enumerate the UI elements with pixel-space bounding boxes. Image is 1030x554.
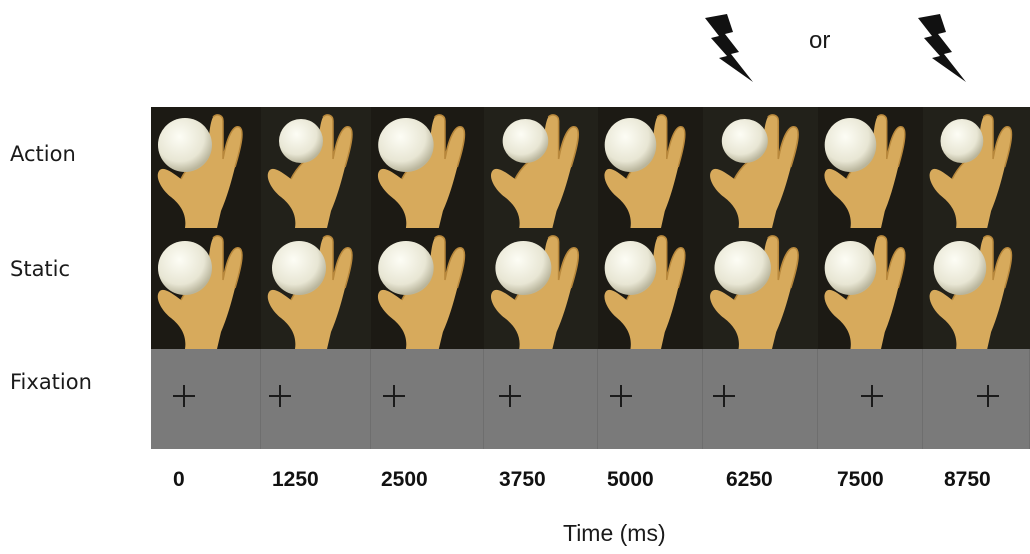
time-label: 3750 bbox=[499, 468, 546, 491]
fixation-frame bbox=[261, 349, 371, 449]
action-frame bbox=[371, 107, 484, 228]
row-label-action: Action bbox=[10, 142, 76, 166]
row-label-static: Static bbox=[10, 257, 71, 281]
fixation-cross bbox=[499, 385, 521, 407]
action-frame bbox=[818, 107, 923, 228]
fixation-cross bbox=[861, 385, 883, 407]
action-frame bbox=[261, 107, 371, 228]
static-image-strip bbox=[151, 228, 1030, 349]
fixation-frame bbox=[371, 349, 484, 449]
fixation-strip bbox=[151, 349, 1030, 449]
fixation-cross bbox=[610, 385, 632, 407]
time-label: 7500 bbox=[837, 468, 884, 491]
time-label: 0 bbox=[173, 468, 185, 491]
time-label: 5000 bbox=[607, 468, 654, 491]
action-frame bbox=[484, 107, 598, 228]
fixation-cross bbox=[269, 385, 291, 407]
action-frame bbox=[703, 107, 818, 228]
time-label: 2500 bbox=[381, 468, 428, 491]
lightning-bolt-icon bbox=[705, 14, 753, 82]
static-frame bbox=[703, 228, 818, 349]
static-frame bbox=[598, 228, 703, 349]
axis-title: Time (ms) bbox=[563, 520, 666, 546]
static-frame bbox=[261, 228, 371, 349]
fixation-frame bbox=[151, 349, 261, 449]
action-frame bbox=[923, 107, 1030, 228]
fixation-cross bbox=[977, 385, 999, 407]
action-image-strip bbox=[151, 107, 1030, 228]
fixation-frame bbox=[703, 349, 818, 449]
time-label: 8750 bbox=[944, 468, 991, 491]
fixation-cross bbox=[383, 385, 405, 407]
fixation-cross bbox=[173, 385, 195, 407]
fixation-frame bbox=[818, 349, 923, 449]
fixation-frame bbox=[598, 349, 703, 449]
static-frame bbox=[371, 228, 484, 349]
fixation-cross bbox=[713, 385, 735, 407]
or-label: or bbox=[809, 27, 831, 54]
action-frame bbox=[598, 107, 703, 228]
time-label: 1250 bbox=[272, 468, 319, 491]
row-label-fixation: Fixation bbox=[10, 370, 92, 394]
static-frame bbox=[484, 228, 598, 349]
time-label: 6250 bbox=[726, 468, 773, 491]
static-frame bbox=[151, 228, 261, 349]
fixation-frame bbox=[484, 349, 598, 449]
static-frame bbox=[923, 228, 1030, 349]
lightning-bolt-icon bbox=[918, 14, 966, 82]
action-frame bbox=[151, 107, 261, 228]
static-frame bbox=[818, 228, 923, 349]
